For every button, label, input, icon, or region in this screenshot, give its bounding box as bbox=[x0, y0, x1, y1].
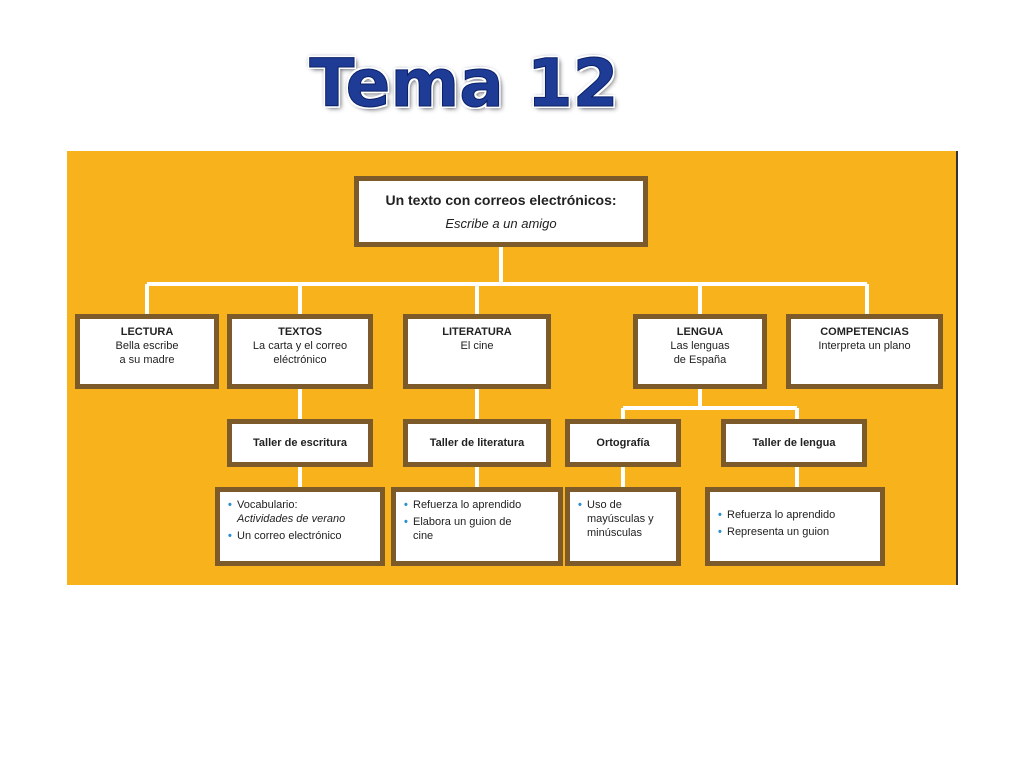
list-item: Elabora un guion de cine bbox=[404, 515, 533, 543]
detail-box-escritura: Vocabulario: Actividades de verano Un co… bbox=[215, 487, 385, 566]
section-box-competencias: COMPETENCIAS Interpreta un plano bbox=[786, 314, 943, 389]
detail-box-ortografia: Uso de mayúsculas y minúsculas bbox=[565, 487, 681, 566]
root-topic-box: Un texto con correos electrónicos: Escri… bbox=[354, 176, 648, 247]
section-text: El cine bbox=[460, 340, 494, 352]
list-item: Vocabulario: Actividades de verano bbox=[228, 498, 372, 526]
workshop-box-escritura: Taller de escritura bbox=[227, 419, 373, 467]
workshop-label: Taller de escritura bbox=[253, 437, 347, 449]
list-item: Un correo electrónico bbox=[228, 529, 372, 543]
workshop-label: Taller de lengua bbox=[752, 437, 836, 449]
list-item: Refuerza lo aprendido bbox=[718, 508, 872, 522]
section-text: eléctrónico bbox=[273, 354, 327, 366]
section-heading: LENGUA bbox=[676, 326, 724, 338]
detail-box-literatura: Refuerza lo aprendido Elabora un guion d… bbox=[391, 487, 563, 566]
section-text: de España bbox=[673, 354, 727, 366]
slide-title: Tema 12 bbox=[309, 45, 619, 123]
section-text: Interpreta un plano bbox=[818, 340, 911, 352]
section-box-textos: TEXTOS La carta y el correo eléctrónico bbox=[227, 314, 373, 389]
connector-lines bbox=[145, 247, 869, 489]
root-heading: Un texto con correos electrónicos: bbox=[385, 191, 617, 208]
list-item: Uso de mayúsculas y minúsculas bbox=[578, 498, 673, 540]
section-text: a su madre bbox=[119, 354, 175, 366]
root-subtitle: Escribe a un amigo bbox=[445, 215, 557, 231]
list-item: Representa un guion bbox=[718, 525, 872, 539]
section-box-lengua: LENGUA Las lenguas de España bbox=[633, 314, 767, 389]
workshop-box-lengua: Taller de lengua bbox=[721, 419, 867, 467]
section-box-lectura: LECTURA Bella escribe a su madre bbox=[75, 314, 219, 389]
section-heading: COMPETENCIAS bbox=[820, 326, 909, 338]
concept-map-panel: Un texto con correos electrónicos: Escri… bbox=[67, 151, 958, 585]
section-text: Bella escribe bbox=[115, 340, 179, 352]
section-text: La carta y el correo bbox=[252, 340, 348, 352]
list-item: Refuerza lo aprendido bbox=[404, 498, 550, 512]
workshop-box-ortografia: Ortografía bbox=[565, 419, 681, 467]
section-text: Las lenguas bbox=[670, 340, 730, 352]
workshop-label: Taller de literatura bbox=[429, 437, 525, 449]
workshop-box-literatura: Taller de literatura bbox=[403, 419, 551, 467]
section-box-literatura: LITERATURA El cine bbox=[403, 314, 551, 389]
section-heading: LECTURA bbox=[120, 326, 174, 338]
section-heading: LITERATURA bbox=[442, 326, 512, 338]
workshop-label: Ortografía bbox=[596, 437, 650, 449]
section-heading: TEXTOS bbox=[278, 326, 322, 338]
detail-box-lengua: Refuerza lo aprendido Representa un guio… bbox=[705, 487, 885, 566]
